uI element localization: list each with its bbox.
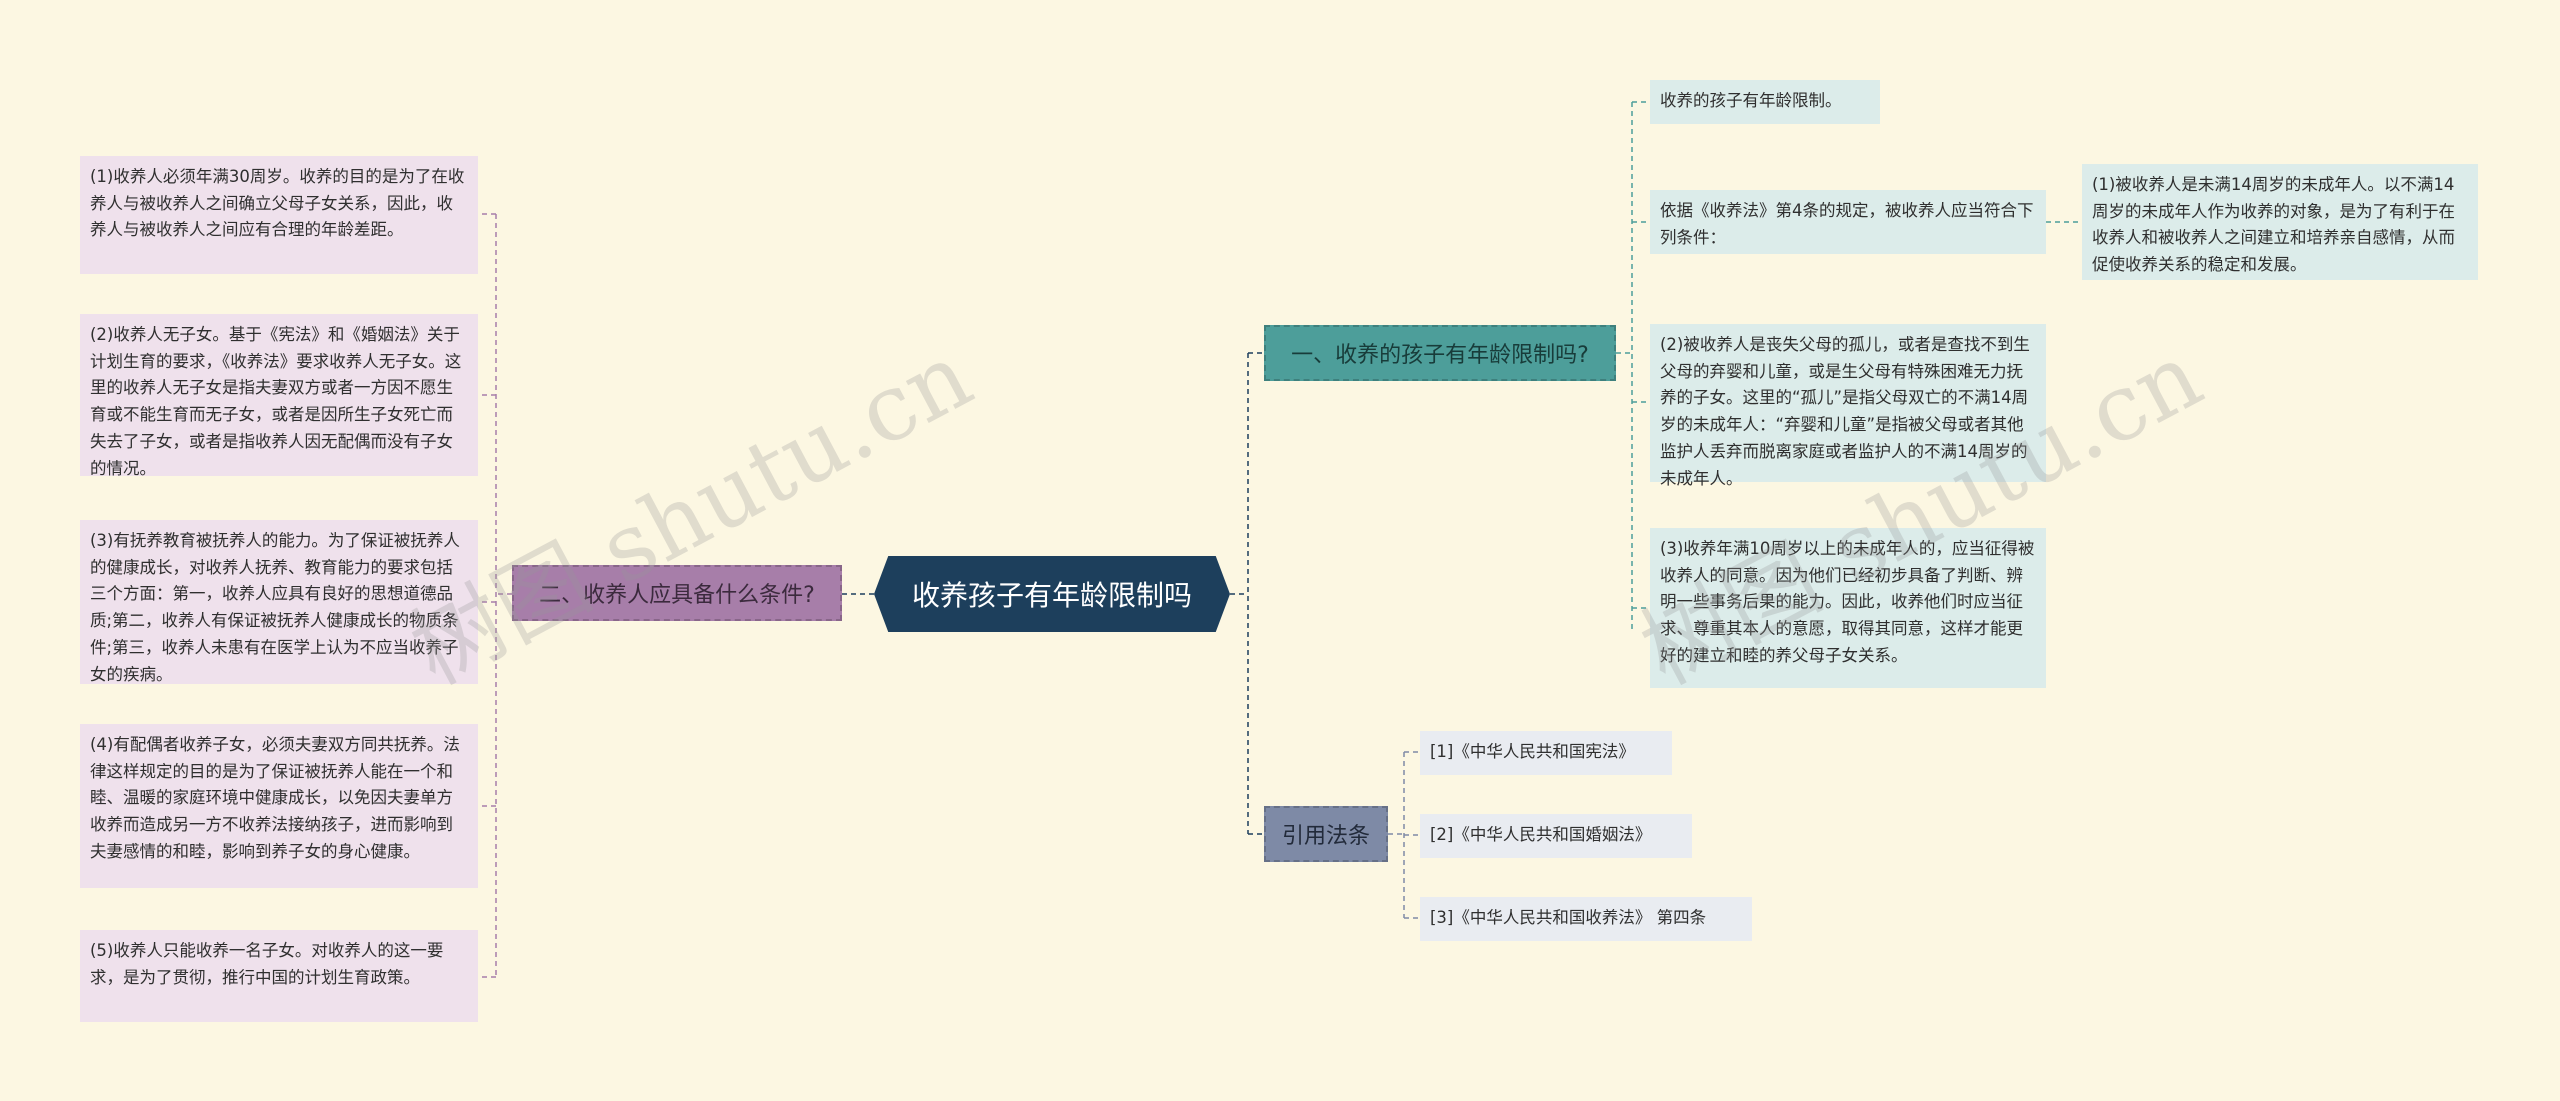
branch-cited-laws[interactable]: 引用法条 [1264,806,1388,862]
age-limit-answer[interactable]: 收养的孩子有年龄限制。 [1650,80,1880,124]
age-limit-basis-text: 依据《收养法》第4条的规定，被收养人应当符合下列条件： [1660,201,2034,247]
branch-conditions-label: 二、收养人应具备什么条件? [539,583,815,608]
age-limit-answer-text: 收养的孩子有年龄限制。 [1660,91,1842,110]
age-limit-item-3[interactable]: (3)收养年满10周岁以上的未成年人的，应当征得被收养人的同意。因为他们已经初步… [1650,528,2046,688]
root-topic[interactable]: 收养孩子有年龄限制吗 [874,556,1230,632]
connector-root-right [1230,353,1249,834]
law-item-2-text: [2]《中华人民共和国婚姻法》 [1430,825,1652,844]
condition-item-2[interactable]: (2)收养人无子女。基于《宪法》和《婚姻法》关于计划生育的要求，《收养法》要求收… [80,314,478,478]
condition-item-2-text: (2)收养人无子女。基于《宪法》和《婚姻法》关于计划生育的要求，《收养法》要求收… [90,325,462,478]
age-limit-basis[interactable]: 依据《收养法》第4条的规定，被收养人应当符合下列条件： [1650,190,2046,254]
condition-item-1-text: (1)收养人必须年满30周岁。收养的目的是为了在收养人与被收养人之间确立父母子女… [90,167,465,240]
connector-r2-trunk [1388,752,1405,918]
condition-item-5[interactable]: (5)收养人只能收养一名子女。对收养人的这一要求，是为了贯彻，推行中国的计划生育… [80,930,478,1022]
law-item-3[interactable]: [3]《中华人民共和国收养法》 第四条 [1420,897,1752,941]
condition-item-5-text: (5)收养人只能收养一名子女。对收养人的这一要求，是为了贯彻，推行中国的计划生育… [90,941,444,987]
connector-r1-trunk [1616,102,1633,630]
age-limit-item-2-text: (2)被收养人是丧失父母的孤儿，或者是查找不到生父母的弃婴和儿童，或是生父母有特… [1660,335,2030,488]
condition-item-4-text: (4)有配偶者收养子女，必须夫妻双方同共抚养。法律这样规定的目的是为了保证被抚养… [90,735,460,861]
connector-left-trunk [495,214,512,977]
branch-age-limit[interactable]: 一、收养的孩子有年龄限制吗? [1264,325,1616,381]
condition-item-3-text: (3)有抚养教育被抚养人的能力。为了保证被抚养人的健康成长，对收养人抚养、教育能… [90,531,460,684]
age-limit-item-1[interactable]: (1)被收养人是未满14周岁的未成年人。以不满14周岁的未成年人作为收养的对象，… [2082,164,2478,280]
law-item-2[interactable]: [2]《中华人民共和国婚姻法》 [1420,814,1692,858]
branch-conditions[interactable]: 二、收养人应具备什么条件? [512,565,842,621]
branch-age-limit-label: 一、收养的孩子有年龄限制吗? [1291,343,1589,368]
law-item-1-text: [1]《中华人民共和国宪法》 [1430,742,1635,761]
age-limit-item-1-text: (1)被收养人是未满14周岁的未成年人。以不满14周岁的未成年人作为收养的对象，… [2092,175,2455,275]
condition-item-1[interactable]: (1)收养人必须年满30周岁。收养的目的是为了在收养人与被收养人之间确立父母子女… [80,156,478,274]
age-limit-item-3-text: (3)收养年满10周岁以上的未成年人的，应当征得被收养人的同意。因为他们已经初步… [1660,539,2035,665]
law-item-3-text: [3]《中华人民共和国收养法》 第四条 [1430,908,1707,927]
branch-cited-laws-label: 引用法条 [1281,824,1370,849]
law-item-1[interactable]: [1]《中华人民共和国宪法》 [1420,731,1672,775]
condition-item-3[interactable]: (3)有抚养教育被抚养人的能力。为了保证被抚养人的健康成长，对收养人抚养、教育能… [80,520,478,684]
root-topic-label: 收养孩子有年龄限制吗 [911,579,1192,612]
condition-item-4[interactable]: (4)有配偶者收养子女，必须夫妻双方同共抚养。法律这样规定的目的是为了保证被抚养… [80,724,478,888]
age-limit-item-2[interactable]: (2)被收养人是丧失父母的孤儿，或者是查找不到生父母的弃婴和儿童，或是生父母有特… [1650,324,2046,488]
